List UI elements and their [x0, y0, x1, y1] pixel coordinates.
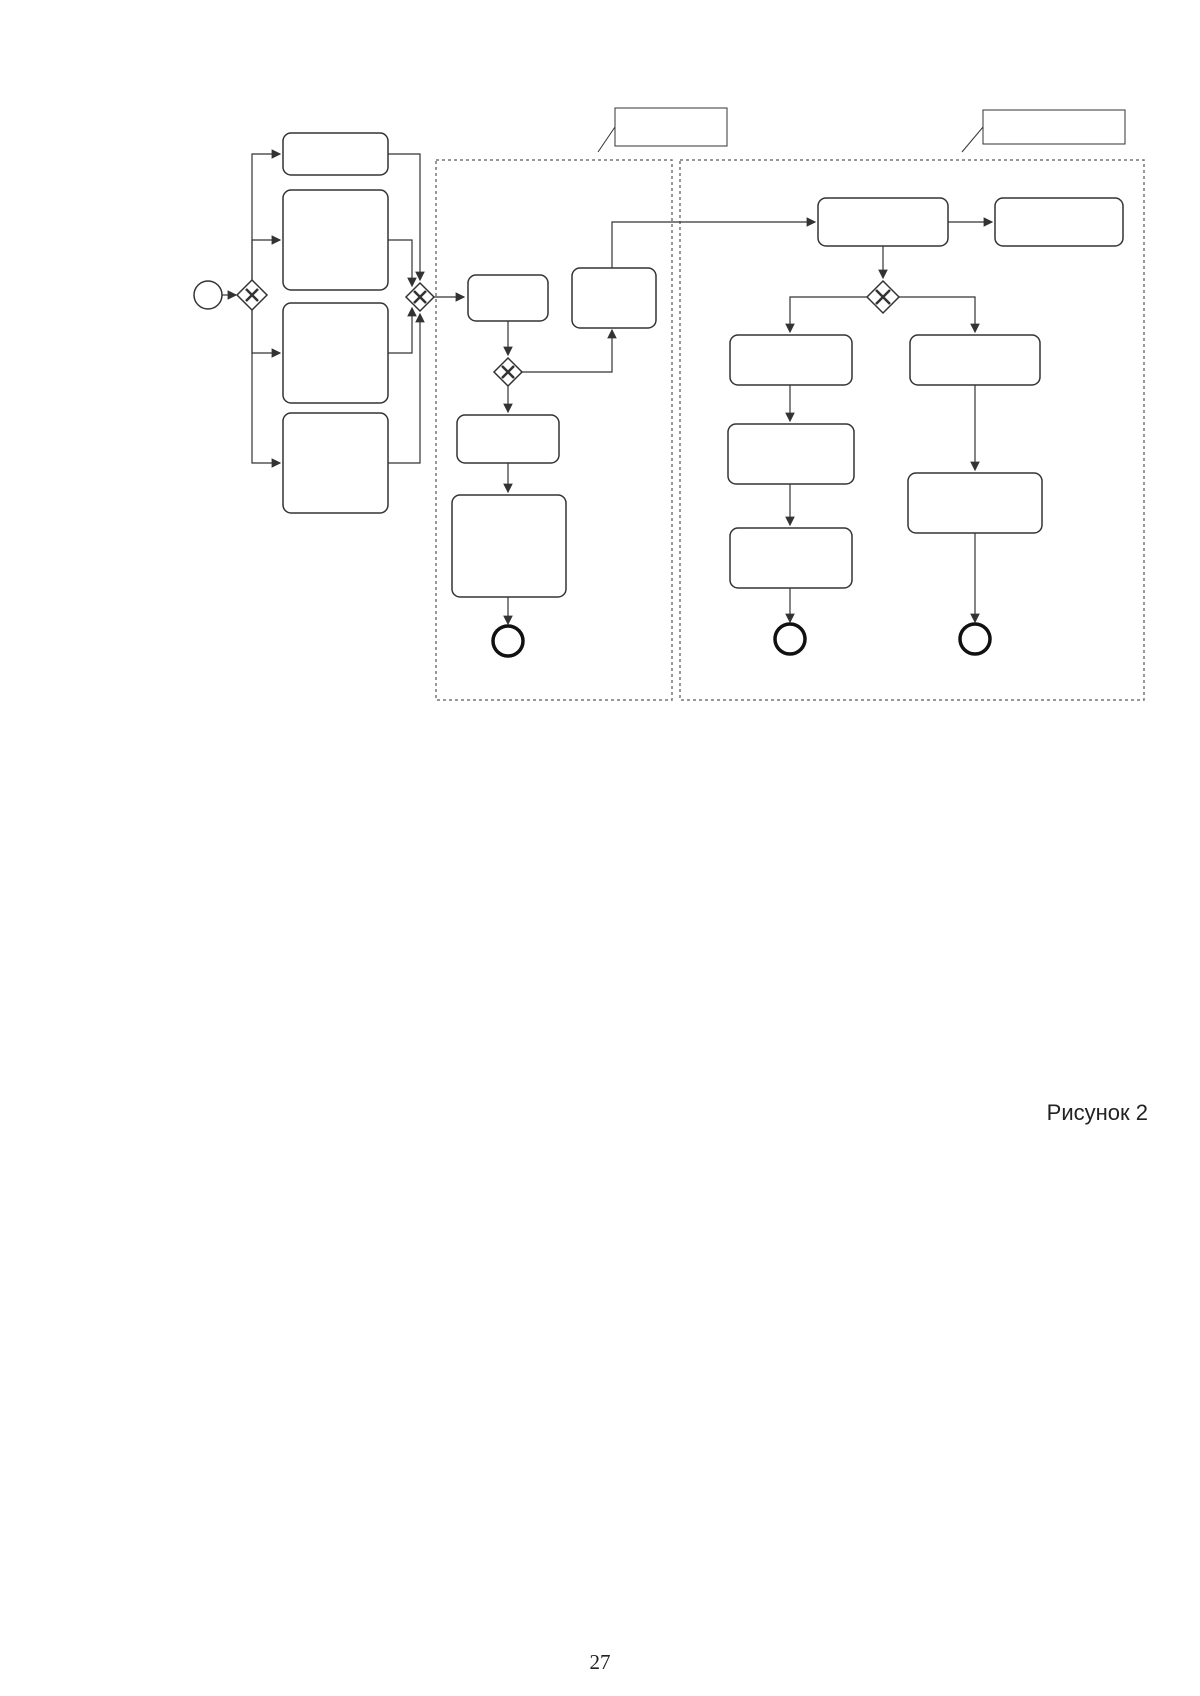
- step-box-4: [451, 494, 567, 598]
- step-box-9: [729, 527, 853, 589]
- gateway-check: [492, 356, 524, 388]
- channel-box-2: [282, 189, 389, 291]
- step-box-7: [729, 334, 853, 386]
- page-number: 27: [589, 1650, 611, 1674]
- step-box-2: [571, 267, 657, 329]
- figure-caption: Рисунок 2: [1046, 1100, 1148, 1125]
- end-event-3: [958, 622, 992, 656]
- start-event: [193, 280, 223, 310]
- channel-box-1: [282, 132, 389, 176]
- step-box-5: [817, 197, 949, 247]
- lane-right-region: [679, 159, 1145, 701]
- step-box-6: [994, 197, 1124, 247]
- step-box-1: [467, 274, 549, 322]
- step-box-3: [456, 414, 560, 464]
- step-box-11: [907, 472, 1043, 534]
- bpmn-process-diagram: [193, 107, 1145, 701]
- step-box-8: [727, 423, 855, 485]
- step-box-10: [909, 334, 1041, 386]
- callout-left: [614, 107, 728, 147]
- channel-box-3: [282, 302, 389, 404]
- end-event-2: [773, 622, 807, 656]
- gateway-split: [235, 278, 269, 312]
- end-event-1: [491, 624, 525, 658]
- gateway-decision: [865, 279, 901, 315]
- lane-left-region: [435, 159, 673, 701]
- callout-right: [982, 109, 1126, 145]
- channel-box-4: [282, 412, 389, 514]
- gateway-merge: [404, 281, 436, 313]
